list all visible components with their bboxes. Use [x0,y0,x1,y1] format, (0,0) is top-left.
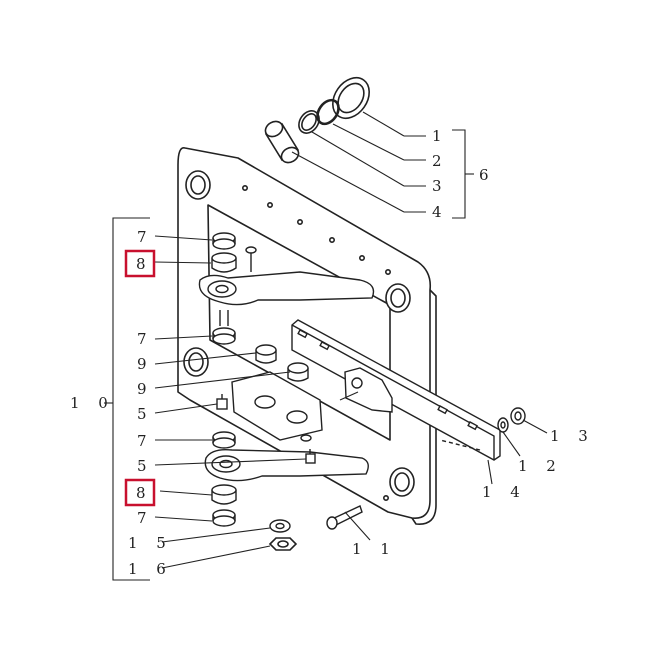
bolt-11 [326,505,363,530]
highlight-box-8-bottom [124,478,156,507]
callout-13: 1 3 [550,427,595,445]
callout-9b: 9 [137,380,154,398]
upper-linkage-arm [198,246,375,306]
callout-9a: 9 [137,355,154,373]
callout-3: 3 [432,177,449,195]
callout-7b: 7 [137,330,154,348]
callout-2: 2 [432,152,449,170]
sleeve-9b [287,362,309,382]
slotted-bar [291,319,501,461]
piston-part-4 [264,120,300,164]
callout-1: 1 [432,127,449,145]
bushing-7c [212,431,236,449]
bushing-8b [211,484,237,505]
bushing-7a [212,232,236,250]
callout-16: 1 6 [128,560,173,578]
callout-7a: 7 [137,228,154,246]
callout-labels: 1 2 3 4 6 7 8 7 9 9 1 0 5 7 5 8 7 1 5 1 … [70,127,595,578]
nut-16 [268,537,298,551]
callout-6: 6 [479,166,496,184]
callout-4: 4 [432,203,449,221]
callout-8b: 8 [136,484,153,502]
sleeve-9a [255,344,277,364]
callout-11: 1 1 [352,540,397,558]
leader-lines [104,111,548,581]
seal-ring-2 [316,98,340,126]
callout-7c: 7 [137,432,154,450]
washer-15 [269,519,291,533]
highlight-box-8-top [124,249,156,278]
callout-8a: 8 [136,255,153,273]
callout-5a: 5 [137,405,154,423]
lower-linkage-arm [204,448,369,482]
center-pivot-block [231,371,323,442]
callout-12: 1 2 [518,457,563,475]
callout-5b: 5 [137,457,154,475]
nut-13 [510,407,526,425]
callout-14: 1 4 [482,483,527,501]
bushing-7b [212,310,236,345]
seal-ring-3 [298,110,320,134]
seal-ring-1 [332,76,370,120]
callout-10: 1 0 [70,394,115,412]
washer-12 [497,417,509,433]
callout-15: 1 5 [128,534,173,552]
grease-fitting-5b [305,449,316,464]
bushing-7d [212,509,236,527]
bushing-8a [211,252,237,273]
callout-7d: 7 [137,509,154,527]
